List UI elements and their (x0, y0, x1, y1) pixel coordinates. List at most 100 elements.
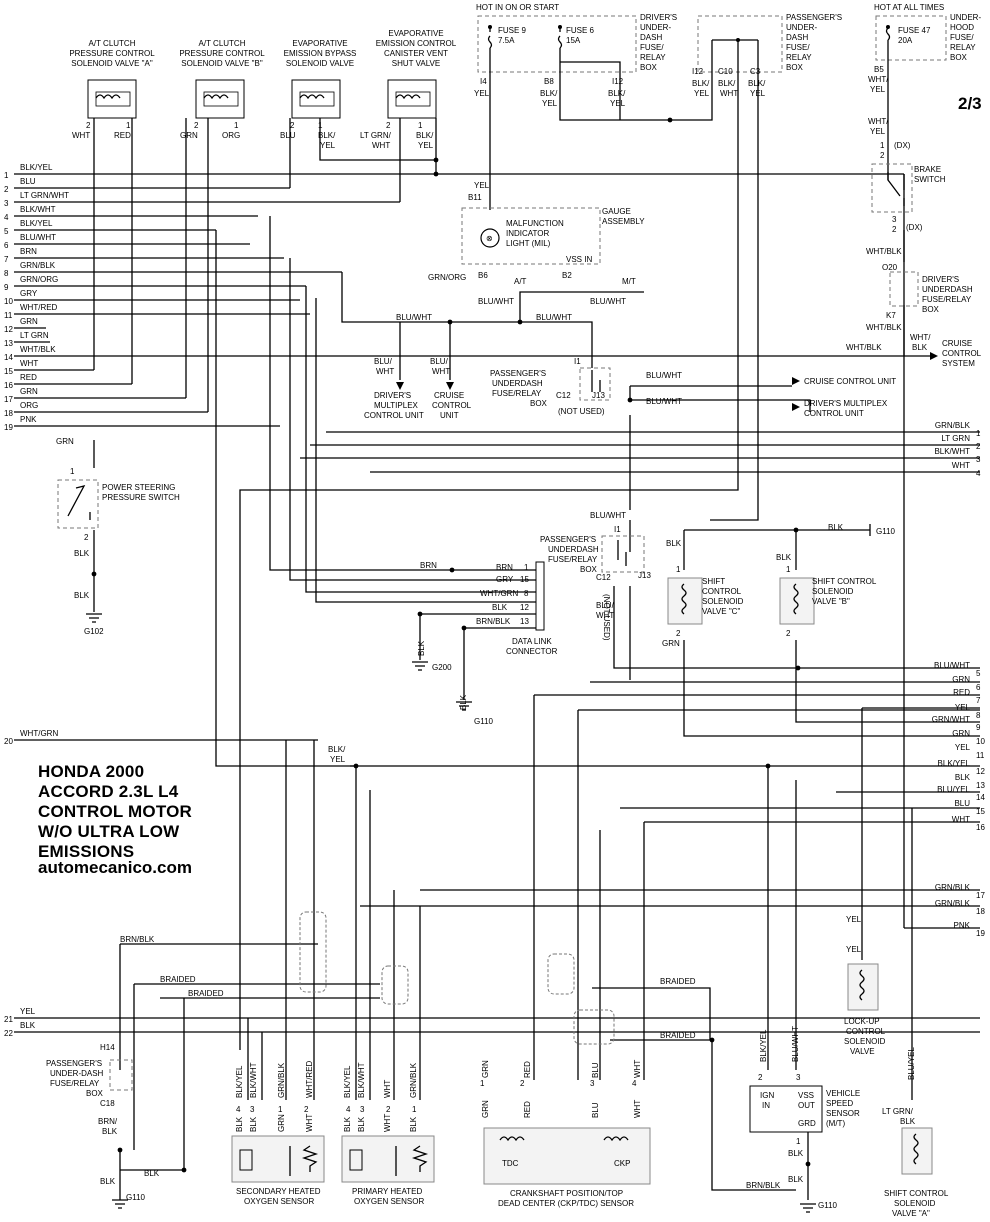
svg-text:I12: I12 (692, 67, 704, 76)
svg-text:SYSTEM: SYSTEM (942, 359, 975, 368)
svg-text:PASSENGER'S: PASSENGER'S (540, 535, 596, 544)
svg-text:20A: 20A (898, 36, 913, 45)
svg-text:DASH: DASH (786, 33, 808, 42)
svg-text:G200: G200 (432, 663, 452, 672)
svg-text:BLK: BLK (828, 523, 844, 532)
gauge-assembly: ⊗ GAUGE ASSEMBLY MALFUNCTION INDICATOR L… (428, 181, 645, 306)
svg-text:1: 1 (278, 1105, 283, 1114)
ac-clutch-valve-b: A/T CLUTCH PRESSURE CONTROL SOLENOID VAL… (179, 39, 265, 140)
right-wire-number: 1 (976, 429, 981, 438)
svg-text:GRY: GRY (496, 575, 514, 584)
svg-text:BLK: BLK (74, 549, 90, 558)
svg-text:CONNECTOR: CONNECTOR (506, 647, 558, 656)
svg-text:I4: I4 (480, 77, 487, 86)
svg-text:1: 1 (880, 141, 885, 150)
svg-text:BLK: BLK (343, 1116, 352, 1132)
svg-text:VEHICLE: VEHICLE (826, 1089, 860, 1098)
svg-text:WHT/BLK: WHT/BLK (866, 323, 902, 332)
svg-text:12: 12 (520, 603, 529, 612)
svg-text:1: 1 (126, 121, 131, 130)
blk-yel-label-b: YEL (330, 755, 346, 764)
svg-text:WHT: WHT (376, 367, 394, 376)
svg-text:UNDERDASH: UNDERDASH (492, 379, 543, 388)
wire-network (14, 70, 980, 1200)
svg-text:YEL: YEL (870, 85, 886, 94)
svg-text:13: 13 (520, 617, 529, 626)
svg-text:BLK: BLK (100, 1177, 116, 1186)
svg-text:SOLENOID: SOLENOID (844, 1037, 886, 1046)
left-wire-color: GRN (20, 387, 38, 396)
svg-text:SHIFT: SHIFT (702, 577, 725, 586)
left-wire-color: GRN (20, 317, 38, 326)
svg-text:YEL: YEL (846, 915, 862, 924)
svg-text:SENSOR: SENSOR (826, 1109, 860, 1118)
evap-vent-shut-valve: EVAPORATIVE EMISSION CONTROL CANISTER VE… (360, 29, 457, 150)
svg-text:VALVE "A": VALVE "A" (892, 1209, 930, 1218)
svg-text:BLK: BLK (666, 539, 682, 548)
svg-text:SOLENOID VALVE "B": SOLENOID VALVE "B" (181, 59, 263, 68)
svg-text:EMISSION CONTROL: EMISSION CONTROL (376, 39, 457, 48)
svg-text:FUSE/: FUSE/ (950, 33, 974, 42)
svg-text:UNDERDASH: UNDERDASH (548, 545, 599, 554)
left-wire-color: WHT/RED (20, 303, 58, 312)
svg-text:GRN: GRN (662, 639, 680, 648)
svg-text:1: 1 (234, 121, 239, 130)
svg-text:VALVE "C": VALVE "C" (702, 607, 740, 616)
svg-text:7.5A: 7.5A (498, 36, 515, 45)
svg-text:WHT: WHT (383, 1114, 392, 1132)
left-wire-number: 2 (4, 185, 9, 194)
svg-text:G110: G110 (126, 1193, 146, 1202)
evap-bypass-valve: EVAPORATIVE EMISSION BYPASS SOLENOID VAL… (280, 39, 356, 150)
svg-text:BLK/: BLK/ (692, 79, 710, 88)
svg-text:CRANKSHAFT POSITION/TOP: CRANKSHAFT POSITION/TOP (510, 1189, 623, 1198)
lower-section: BRN/BLK BRAIDED BRAIDED BRAIDED BRAIDED … (46, 911, 949, 1218)
right-wire-color: BLK/YEL (938, 759, 971, 768)
left-wire-number: 14 (4, 353, 13, 362)
svg-text:BLU/: BLU/ (374, 357, 393, 366)
svg-text:BLK/: BLK/ (318, 131, 336, 140)
svg-text:VALVE "B": VALVE "B" (812, 597, 850, 606)
svg-text:LIGHT (MIL): LIGHT (MIL) (506, 239, 551, 248)
svg-text:2: 2 (84, 533, 89, 542)
svg-text:(NOT USED): (NOT USED) (558, 407, 605, 416)
svg-text:EMISSION BYPASS: EMISSION BYPASS (284, 49, 357, 58)
svg-text:WHT/GRN: WHT/GRN (480, 589, 518, 598)
svg-text:PASSENGER'S: PASSENGER'S (490, 369, 546, 378)
svg-text:CONTROL UNIT: CONTROL UNIT (804, 409, 864, 418)
svg-text:A/T CLUTCH: A/T CLUTCH (199, 39, 246, 48)
svg-text:15A: 15A (566, 36, 581, 45)
svg-text:BOX: BOX (580, 565, 598, 574)
right-wire-number: 4 (976, 469, 981, 478)
right-wire-color: YEL (955, 743, 971, 752)
right-wire-number: 11 (976, 751, 985, 760)
svg-text:POWER STEERING: POWER STEERING (102, 483, 175, 492)
svg-text:BRAKE: BRAKE (914, 165, 941, 174)
svg-text:SHIFT CONTROL: SHIFT CONTROL (812, 577, 877, 586)
svg-text:FUSE 6: FUSE 6 (566, 26, 595, 35)
title-line: EMISSIONS (38, 842, 135, 861)
svg-text:3: 3 (360, 1105, 365, 1114)
svg-text:ORG: ORG (222, 131, 240, 140)
svg-text:WHT: WHT (372, 141, 390, 150)
left-wire-color: WHT/GRN (20, 729, 58, 738)
left-wire-number: 18 (4, 409, 13, 418)
svg-text:C12: C12 (556, 391, 571, 400)
left-wire-color: PNK (20, 415, 37, 424)
svg-text:BLU/WHT: BLU/WHT (590, 511, 626, 520)
svg-text:PRESSURE SWITCH: PRESSURE SWITCH (102, 493, 180, 502)
svg-text:CONTROL: CONTROL (846, 1027, 886, 1036)
svg-text:B11: B11 (468, 193, 482, 202)
svg-text:WHT: WHT (305, 1114, 314, 1132)
svg-text:BLK: BLK (788, 1175, 804, 1184)
svg-text:YEL: YEL (694, 89, 710, 98)
svg-text:B5: B5 (874, 65, 884, 74)
left-wire-number: 9 (4, 283, 9, 292)
svg-text:BLK/: BLK/ (748, 79, 766, 88)
svg-text:BOX: BOX (86, 1089, 104, 1098)
svg-text:BLK: BLK (102, 1127, 118, 1136)
svg-text:C10: C10 (718, 67, 733, 76)
svg-text:⊗: ⊗ (486, 234, 493, 243)
svg-text:FUSE/RELAY: FUSE/RELAY (492, 389, 542, 398)
svg-text:2: 2 (194, 121, 199, 130)
